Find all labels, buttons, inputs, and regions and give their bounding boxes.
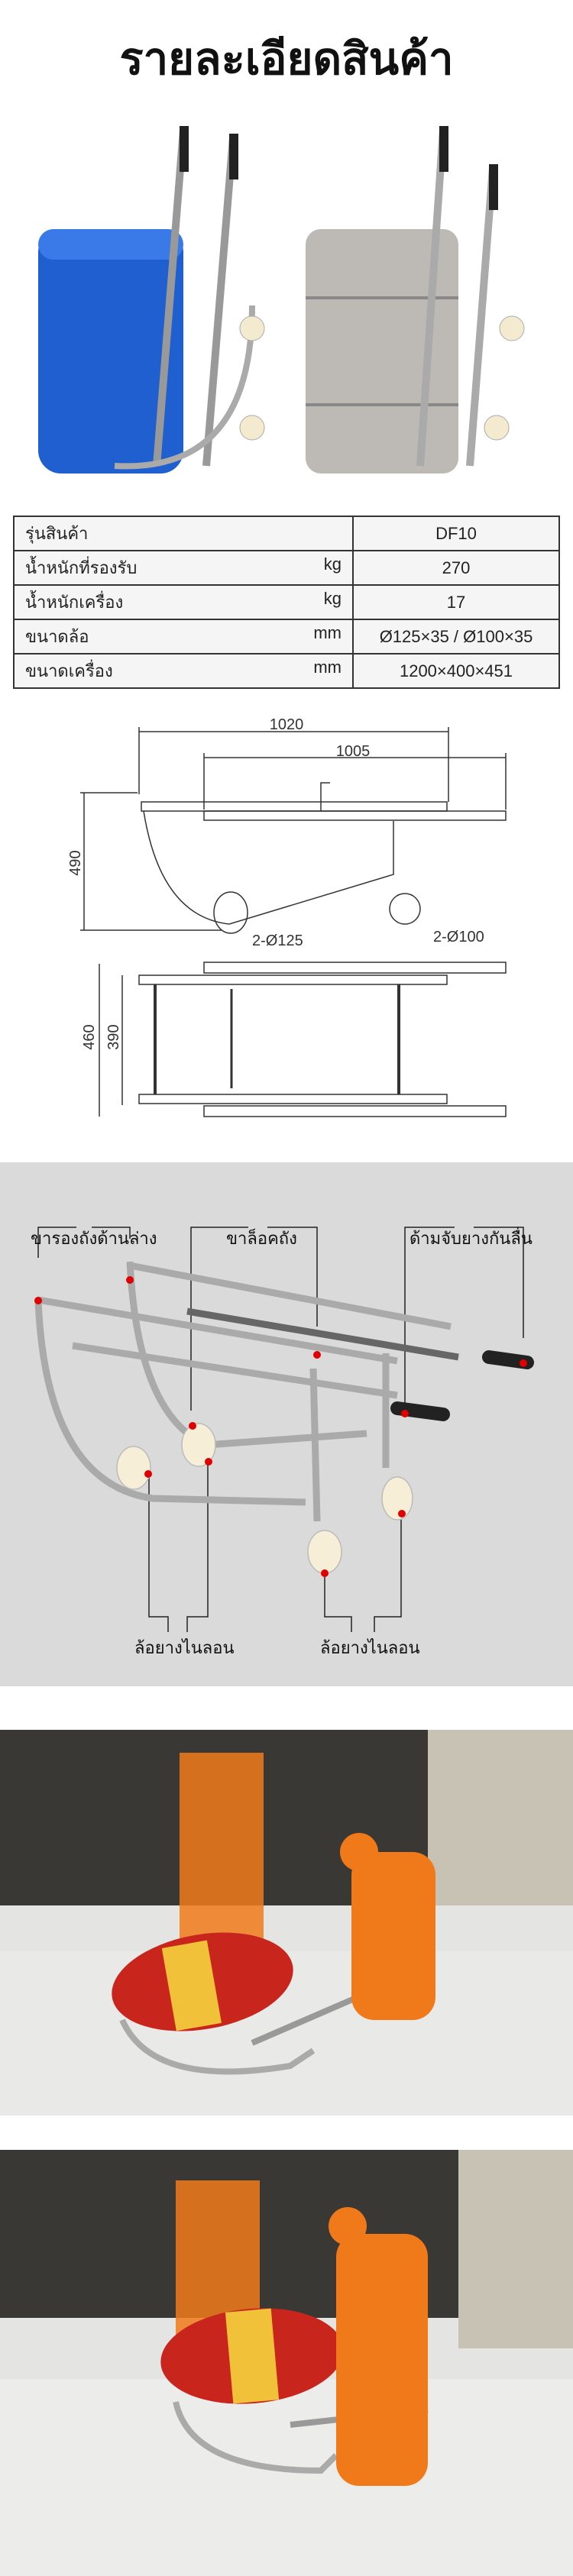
row-value: 17 (352, 584, 560, 620)
table-row: ขนาดเครื่อง mm 1200×400×451 (13, 653, 560, 689)
row-label: น้ำหนักที่รองรับ (25, 558, 138, 577)
steel-drum-trolley-photo (306, 126, 525, 474)
label-grip-handle: ด้ามจับยางกันลื่น (410, 1229, 533, 1248)
row-unit: kg (323, 589, 342, 608)
dimension-diagram: 1020 1005 490 2-Ø125 2-Ø100 460 390 (67, 716, 507, 1117)
features-panel: ขารองถังด้านล่าง ขาล็อคถัง ด้ามจับยางกัน… (0, 1162, 573, 1686)
row-unit: kg (323, 554, 342, 574)
row-label: ขนาดล้อ (25, 627, 89, 646)
row-value: Ø125×35 / Ø100×35 (352, 619, 560, 655)
page-title: รายละเอียดสินค้า (119, 33, 454, 85)
label-nylon-wheel-left: ล้อยางไนลอน (134, 1638, 235, 1657)
row-unit: mm (313, 658, 342, 677)
spec-table: รุ่นสินค้า DF10 น้ำหนักที่รองรับ kg 270 น้ำ… (13, 516, 560, 689)
row-value: DF10 (352, 516, 560, 551)
row-label: น้ำหนักเครื่อง (25, 593, 124, 612)
row-unit: mm (313, 623, 342, 642)
dim-height: 490 (67, 850, 84, 875)
product-photos (38, 126, 525, 474)
row-value: 270 (352, 550, 560, 586)
row-label: ขนาดเครื่อง (25, 661, 113, 680)
row-label: รุ่นสินค้า (25, 524, 89, 543)
usage-photo-1 (0, 1730, 573, 2115)
dim-handle-length: 1005 (336, 743, 371, 760)
blue-drum-trolley-photo (38, 126, 265, 474)
label-nylon-wheel-right: ล้อยางไนลอน (320, 1638, 420, 1657)
table-row: ขนาดล้อ mm Ø125×35 / Ø100×35 (13, 619, 560, 655)
dim-total-length: 1020 (270, 716, 304, 733)
trolley-feature-illustration (34, 1227, 534, 1632)
wheel-rear-label: 2-Ø100 (433, 929, 484, 945)
label-bottom-support: ขารองถังด้านล่าง (31, 1229, 157, 1248)
table-row: รุ่นสินค้า DF10 (13, 516, 560, 551)
usage-photo-2 (0, 2150, 573, 2576)
dim-inner-width: 390 (105, 1024, 122, 1049)
table-row: น้ำหนักที่รองรับ kg 270 (13, 550, 560, 586)
row-value: 1200×400×451 (352, 653, 560, 689)
label-drum-lock: ขาล็อคถัง (226, 1229, 297, 1248)
dim-outer-width: 460 (81, 1024, 98, 1049)
wheel-front-label: 2-Ø125 (252, 932, 303, 949)
table-row: น้ำหนักเครื่อง kg 17 (13, 584, 560, 620)
